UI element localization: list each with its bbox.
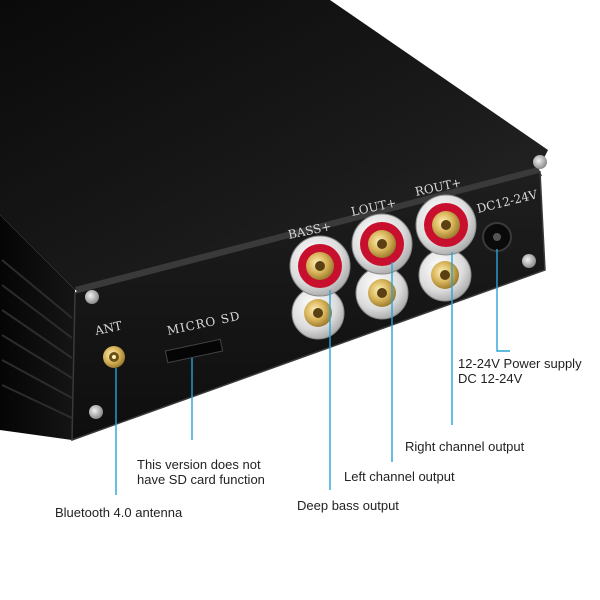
- callout-sd-line-1: This version does not: [137, 457, 261, 472]
- speaker-terminal-rout-minus: [418, 248, 472, 302]
- sd-card-slot: [164, 338, 224, 364]
- speaker-terminal-lout-plus: [351, 213, 413, 275]
- speaker-terminal-lout-minus: [355, 266, 409, 320]
- callout-left-channel: Left channel output: [344, 469, 455, 484]
- label-ant: ANT: [93, 319, 123, 339]
- callout-sd-line-2: have SD card function: [137, 472, 265, 487]
- speaker-terminal-bass-plus: [289, 235, 351, 297]
- front-panel-border: [71, 171, 546, 442]
- callout-sd-card: This version does not have SD card funct…: [137, 457, 265, 487]
- speaker-terminal-rout-plus: [415, 194, 477, 256]
- case-side: [0, 215, 75, 440]
- callout-power: 12-24V Power supply DC 12-24V: [458, 356, 582, 386]
- heatsink-fins: [1, 259, 73, 419]
- callout-power-line-1: 12-24V Power supply: [458, 356, 582, 371]
- callout-deep-bass: Deep bass output: [297, 498, 399, 513]
- callout-power-line-2: DC 12-24V: [458, 371, 523, 386]
- dc-power-jack: [482, 222, 512, 252]
- callout-bluetooth: Bluetooth 4.0 antenna: [55, 505, 183, 520]
- leader-lines: [115, 249, 510, 495]
- case-top: [0, 0, 548, 290]
- leader-power: [496, 249, 510, 352]
- antenna-connector: [103, 346, 125, 368]
- speaker-terminal-bass-minus: [291, 286, 345, 340]
- callout-right-channel: Right channel output: [405, 439, 525, 454]
- screw-icon: [85, 155, 547, 419]
